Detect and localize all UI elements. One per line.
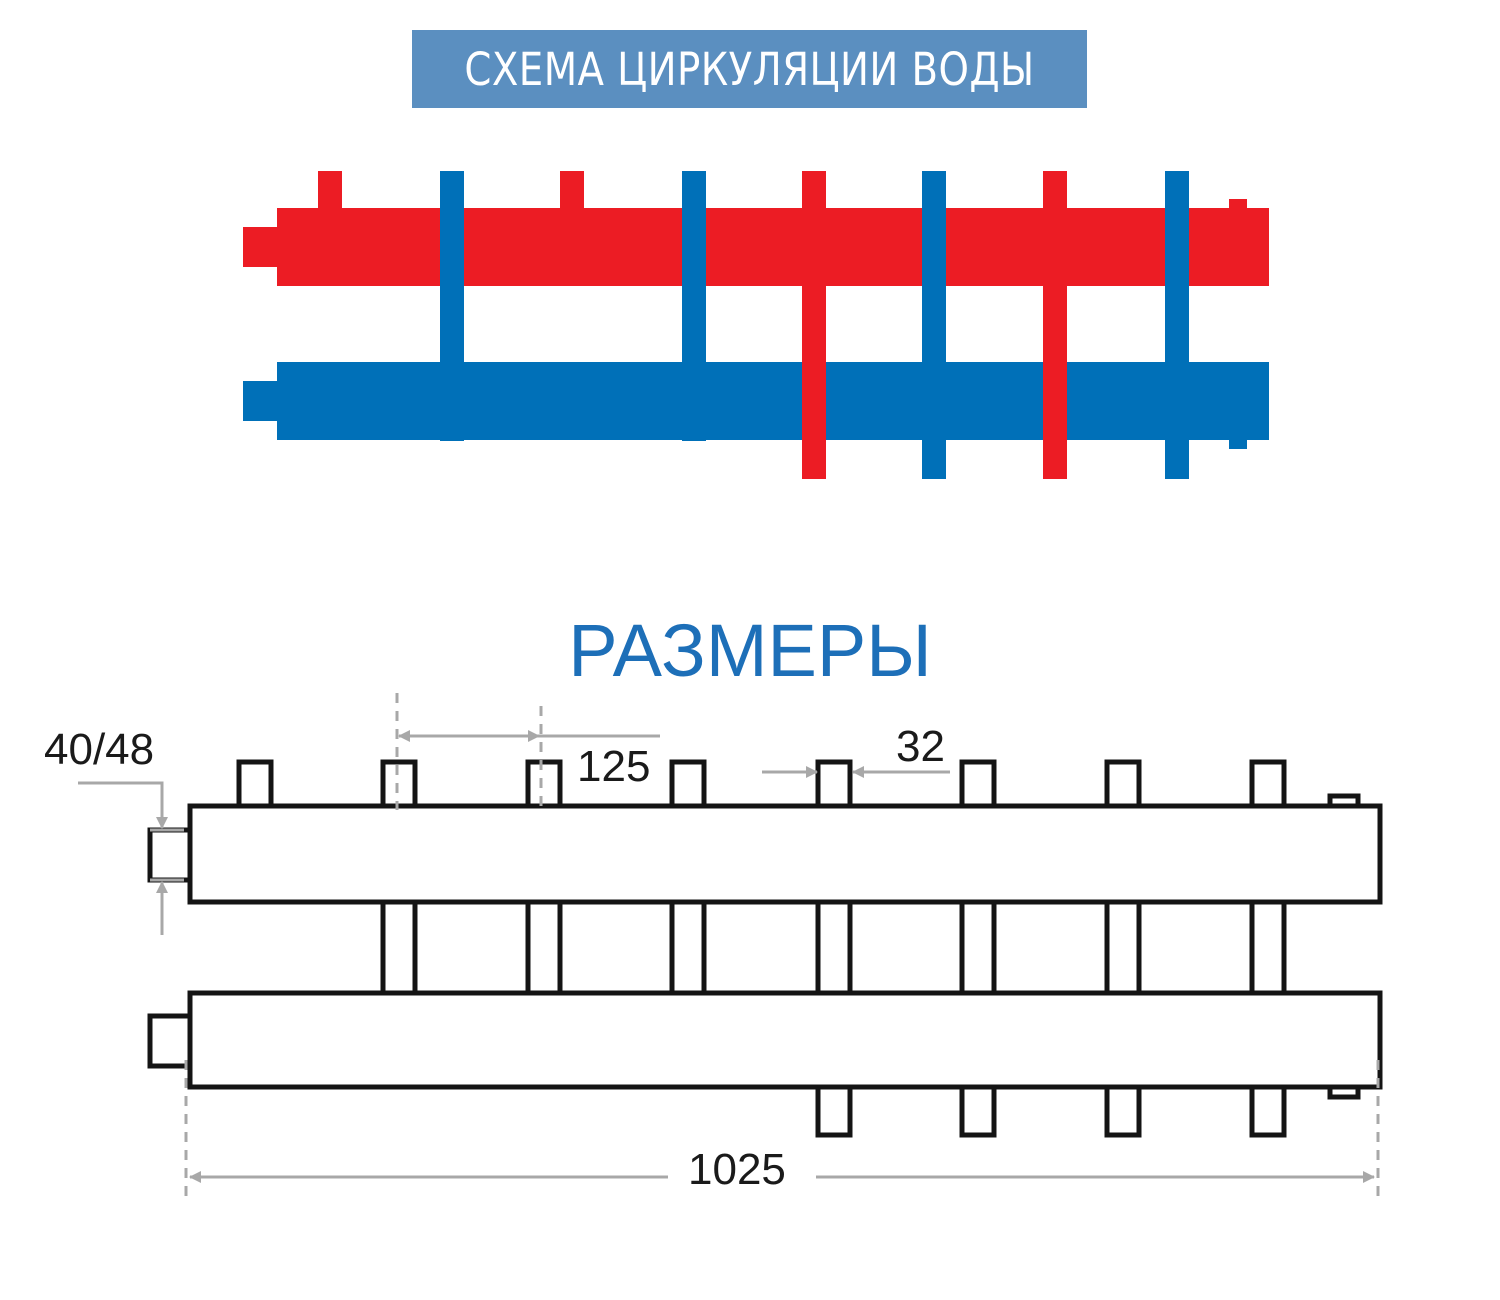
bottom-header-inlet-outline [147, 1013, 193, 1069]
bottom-outlet-stub-8 [1249, 1082, 1287, 1138]
top-outlet-stub-1 [236, 759, 274, 811]
circulation-title-banner: СХЕМА ЦИРКУЛЯЦИИ ВОДЫ [412, 30, 1087, 108]
bottom-outlet-stub-7 [1104, 1082, 1142, 1138]
circulation-title: СХЕМА ЦИРКУЛЯЦИИ ВОДЫ [464, 42, 1035, 96]
spacing-label: 125 [577, 742, 650, 791]
hot-riser-7 [1043, 171, 1067, 479]
top-outlet-stub-6 [959, 759, 997, 811]
top-outlet-stub-7 [1104, 759, 1142, 811]
hot-riser-5 [802, 171, 826, 479]
top-outlet-stub-2 [380, 759, 418, 811]
circulation-diagram [243, 171, 1269, 479]
connector-stub-6 [959, 897, 997, 998]
hot-header-pipe [277, 208, 1269, 286]
connector-stubs [380, 897, 1287, 998]
connector-stub-7 [1104, 897, 1142, 998]
hot-outlet-3 [560, 171, 584, 211]
cold-riser-4 [682, 171, 706, 441]
dimensions-title: РАЗМЕРЫ [568, 609, 932, 692]
bottom-header-outline [187, 990, 1383, 1090]
cold-riser-2 [440, 171, 464, 441]
top-outlet-stub-5 [815, 759, 853, 811]
cold-riser-6 [922, 171, 946, 479]
top-header-outline [187, 803, 1383, 905]
top-outlet-stub-3 [525, 759, 563, 811]
top-header-inlet-outline [147, 827, 193, 883]
connector-stub-2 [380, 897, 418, 998]
bottom-header-end-cap-outline [1327, 1084, 1361, 1100]
bottom-outlet-stub-5 [815, 1082, 853, 1138]
top-outlet-stub-8 [1249, 759, 1287, 811]
length-label: 1025 [688, 1145, 786, 1194]
connector-stub-5 [815, 897, 853, 998]
connector-stub-8 [1249, 897, 1287, 998]
pipe-width-label: 32 [896, 722, 945, 771]
cold-header-end-cap [1229, 437, 1247, 449]
connector-stub-4 [669, 897, 707, 998]
cold-header-inlet [243, 381, 279, 421]
hot-header-end-cap [1229, 199, 1247, 211]
cold-riser-8 [1165, 171, 1189, 479]
cold-header-pipe [277, 362, 1269, 440]
diameter-label: 40/48 [44, 725, 154, 774]
top-outlet-stubs [236, 759, 1287, 811]
top-header-end-cap-outline [1327, 793, 1361, 809]
hot-header-inlet [243, 227, 279, 267]
bottom-outlet-stub-6 [959, 1082, 997, 1138]
circulation-outlets [318, 171, 1189, 479]
bottom-outlet-stubs [815, 1082, 1287, 1138]
hot-outlet-1 [318, 171, 342, 211]
connector-stub-3 [525, 897, 563, 998]
diameter-leader-line [78, 781, 168, 829]
top-outlet-stub-4 [669, 759, 707, 811]
